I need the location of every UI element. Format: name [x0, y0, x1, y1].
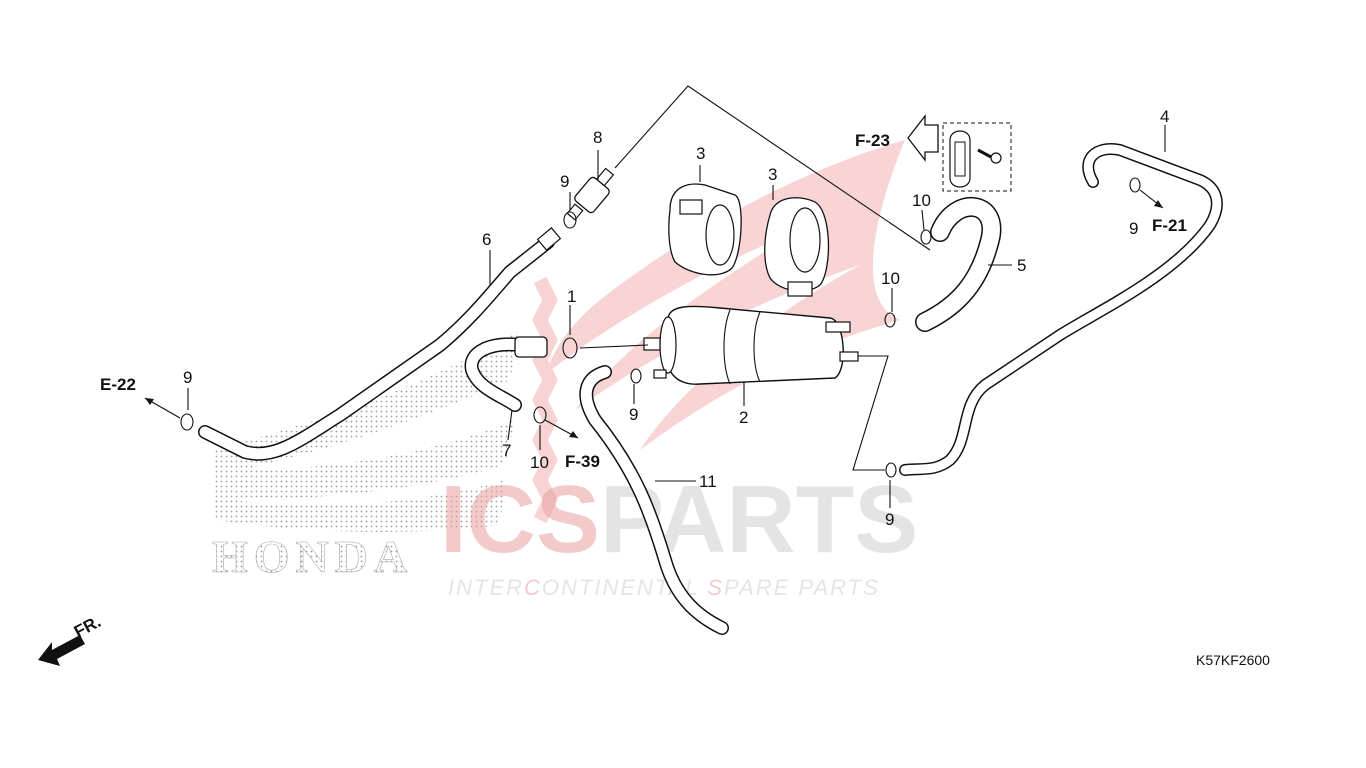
leader-lines	[187, 85, 1166, 508]
callout-9-left: 9	[183, 368, 192, 387]
ref-e22: E-22	[100, 375, 136, 394]
part-8-valve[interactable]	[566, 167, 615, 221]
honda-dotted-wing-watermark: HONDA	[212, 330, 520, 582]
callout-9-valve: 9	[560, 172, 569, 191]
callout-7: 7	[502, 441, 511, 460]
callout-2: 2	[739, 408, 748, 427]
callout-1: 1	[567, 287, 576, 306]
watermark-brand: ICSPARTS	[440, 466, 918, 573]
callout-3-right: 3	[768, 165, 777, 184]
callout-10-left: 10	[530, 453, 549, 472]
callout-3-left: 3	[696, 144, 705, 163]
bracket-inset	[942, 122, 1012, 192]
callout-4: 4	[1160, 107, 1169, 126]
callout-10-top: 10	[912, 191, 931, 210]
callout-8: 8	[593, 128, 602, 147]
front-label: FR.	[71, 612, 104, 642]
clip-icon[interactable]	[180, 177, 1141, 478]
screw-icon	[977, 148, 1002, 164]
ref-f21: F-21	[1152, 216, 1187, 235]
part-11-hose[interactable]	[579, 365, 729, 635]
part-4-hose[interactable]	[899, 143, 1223, 476]
callout-10-middle: 10	[881, 269, 900, 288]
ref-f23: F-23	[855, 131, 890, 150]
part-6-hose[interactable]	[198, 227, 562, 461]
diagram-code: K57KF2600	[1196, 652, 1270, 668]
callout-9-bottom: 9	[885, 510, 894, 529]
callout-9-center: 9	[629, 405, 638, 424]
ref-f39: F-39	[565, 452, 600, 471]
front-direction-arrow-icon: FR.	[38, 612, 104, 666]
part-2-canister[interactable]	[643, 305, 859, 385]
callout-11: 11	[699, 472, 717, 491]
callout-5: 5	[1017, 256, 1026, 275]
callout-6: 6	[482, 230, 491, 249]
callout-9-right: 9	[1129, 219, 1138, 238]
part-3-clamp-right[interactable]	[764, 197, 830, 297]
watermark-tagline: INTERCONTINENTAL SPARE PARTS	[448, 575, 880, 600]
honda-text-watermark: HONDA	[212, 531, 413, 582]
reference-arrow-icon	[144, 114, 1164, 439]
part-3-clamp-left[interactable]	[668, 183, 742, 276]
part-5-hose[interactable]	[915, 197, 1002, 332]
part-7-hose[interactable]	[464, 336, 548, 412]
